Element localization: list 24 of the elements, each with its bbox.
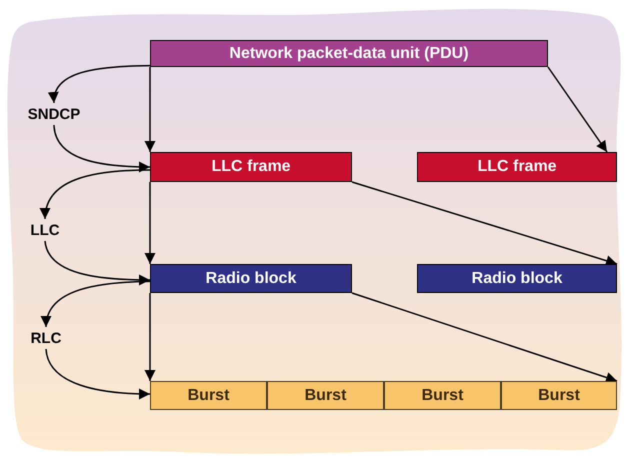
arrow bbox=[40, 169, 150, 220]
layer-label: RLC bbox=[28, 327, 64, 349]
burst-cell: Burst bbox=[384, 381, 501, 410]
layer-label: LLC bbox=[28, 219, 62, 241]
arrow bbox=[144, 293, 156, 381]
arrow bbox=[45, 348, 150, 400]
burst-cell: Burst bbox=[150, 381, 267, 410]
frame-box: LLC frame bbox=[417, 152, 617, 182]
radio-block-box: Radio block bbox=[417, 264, 617, 293]
radio-block-box: Radio block bbox=[150, 264, 352, 293]
layer-label: SNDCP bbox=[22, 103, 86, 125]
burst-cell: Burst bbox=[501, 381, 617, 410]
arrow bbox=[42, 280, 150, 328]
frame-box: LLC frame bbox=[150, 152, 352, 182]
arrow bbox=[49, 64, 150, 104]
burst-cell: Burst bbox=[267, 381, 384, 410]
arrow bbox=[144, 67, 156, 152]
arrow bbox=[547, 66, 608, 152]
pdu-box: Network packet-data unit (PDU) bbox=[150, 40, 548, 67]
arrow bbox=[352, 181, 618, 266]
arrow bbox=[44, 240, 150, 286]
arrow bbox=[144, 182, 156, 264]
arrow bbox=[53, 124, 150, 172]
arrow bbox=[352, 292, 618, 383]
